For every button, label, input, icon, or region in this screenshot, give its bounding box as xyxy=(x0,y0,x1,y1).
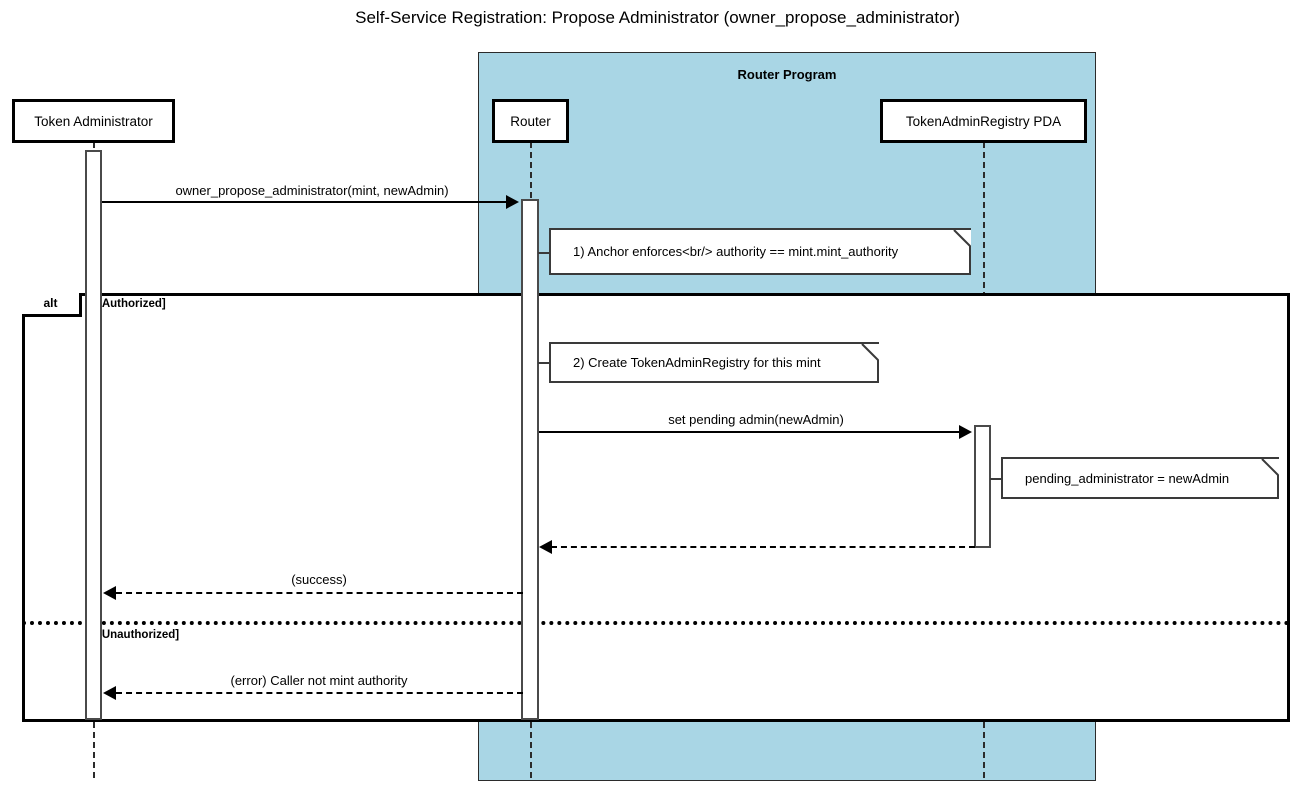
message-label-error: (error) Caller not mint authority xyxy=(230,673,408,688)
participant-router-label: Router xyxy=(510,113,551,129)
note-connector-pending-administrator xyxy=(990,478,1004,480)
note-connector-anchor-enforces xyxy=(538,252,552,254)
message-line-success xyxy=(116,592,523,594)
participant-token-admin-registry-pda[interactable]: TokenAdminRegistry PDA xyxy=(880,99,1087,143)
group-box-label: Router Program xyxy=(737,67,837,82)
message-arrowhead-propose xyxy=(506,195,519,209)
lifeline-tail-token-administrator xyxy=(93,722,95,778)
note-fold-anchor-enforces xyxy=(955,230,971,246)
activation-token-administrator xyxy=(85,150,102,720)
note-create-registry-text: 2) Create TokenAdminRegistry for this mi… xyxy=(573,355,821,370)
alt-guard-unauthorized: [Unauthorized] xyxy=(98,629,180,641)
note-create-registry: 2) Create TokenAdminRegistry for this mi… xyxy=(549,342,879,383)
note-fold-create-registry xyxy=(863,344,879,360)
activation-router xyxy=(521,199,539,720)
message-arrowhead-error xyxy=(103,686,116,700)
note-pending-administrator: pending_administrator = newAdmin xyxy=(1001,457,1279,499)
diagram-title: Self-Service Registration: Propose Admin… xyxy=(355,8,960,27)
message-arrowhead-success xyxy=(103,586,116,600)
note-anchor-enforces: 1) Anchor enforces<br/> authority == min… xyxy=(549,228,971,275)
message-arrowhead-pda-return xyxy=(539,540,552,554)
participant-router[interactable]: Router xyxy=(492,99,569,143)
participant-token-administrator[interactable]: Token Administrator xyxy=(12,99,175,143)
note-connector-create-registry xyxy=(538,362,552,364)
alt-fragment xyxy=(22,293,1290,722)
message-label-set-pending-admin: set pending admin(newAdmin) xyxy=(668,412,844,427)
message-label-propose: owner_propose_administrator(mint, newAdm… xyxy=(175,183,449,198)
note-fold-pending-administrator xyxy=(1263,459,1279,475)
message-line-set-pending-admin xyxy=(539,431,961,433)
message-line-propose xyxy=(102,201,508,203)
note-anchor-enforces-text: 1) Anchor enforces<br/> authority == min… xyxy=(573,244,899,259)
alt-fragment-tab: alt xyxy=(22,293,82,317)
participant-token-administrator-label: Token Administrator xyxy=(34,113,153,129)
alt-guard-authorized: [Authorized] xyxy=(98,298,166,310)
lifeline-tail-token-admin-registry-pda xyxy=(983,722,985,778)
message-arrowhead-set-pending-admin xyxy=(959,425,972,439)
note-pending-administrator-text: pending_administrator = newAdmin xyxy=(1025,470,1230,486)
participant-token-admin-registry-pda-label: TokenAdminRegistry PDA xyxy=(905,113,1062,129)
message-label-success: (success) xyxy=(291,572,347,587)
alt-fragment-separator xyxy=(22,621,1290,625)
lifeline-tail-router xyxy=(530,722,532,778)
message-line-error xyxy=(116,692,523,694)
activation-token-admin-registry-pda xyxy=(974,425,991,548)
alt-fragment-tab-label: alt xyxy=(43,296,58,310)
message-line-pda-return xyxy=(551,546,975,548)
